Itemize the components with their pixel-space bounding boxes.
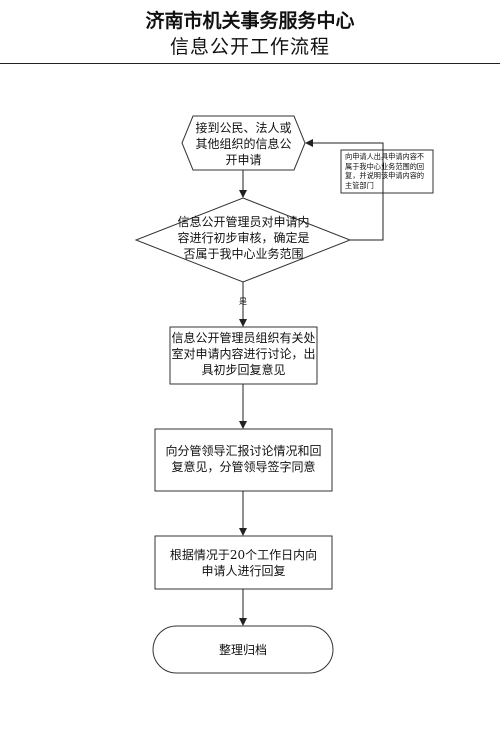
- org-title: 济南市机关事务服务中心: [145, 10, 355, 32]
- start-node-shape: [181, 115, 306, 171]
- yes-label: 是: [239, 297, 247, 306]
- arrow-review-to-side-note: [305, 139, 384, 241]
- report-node-text: 向分管领导汇报讨论情况和回复意见，分管领导签字同意: [165, 444, 322, 474]
- discuss-box-shape: [169, 326, 318, 385]
- start-node-text: 接到公民、法人或其他组织的信息公开申请: [195, 121, 292, 167]
- page-title: 信息公开工作流程: [169, 36, 330, 58]
- archive-node-text: 整理归档: [218, 643, 267, 657]
- archive-terminal-shape: [152, 625, 334, 674]
- side-note-box-shape: [340, 149, 434, 194]
- reply-node-text: 根据情况于20个工作日内向申请人进行回复: [169, 548, 318, 578]
- side-note-text: 向申请人出具申请内容不属于我中心业务范围的回复，并说明该申请内容的主管部门: [345, 152, 425, 190]
- review-node-text: 信息公开管理员对申请内容进行初步审核，确定是否属于我中心业务范围: [177, 215, 310, 261]
- discuss-node-text: 信息公开管理员组织有关处室对申请内容进行讨论，出具初步回复意见: [171, 331, 316, 377]
- title-divider: [0, 63, 500, 64]
